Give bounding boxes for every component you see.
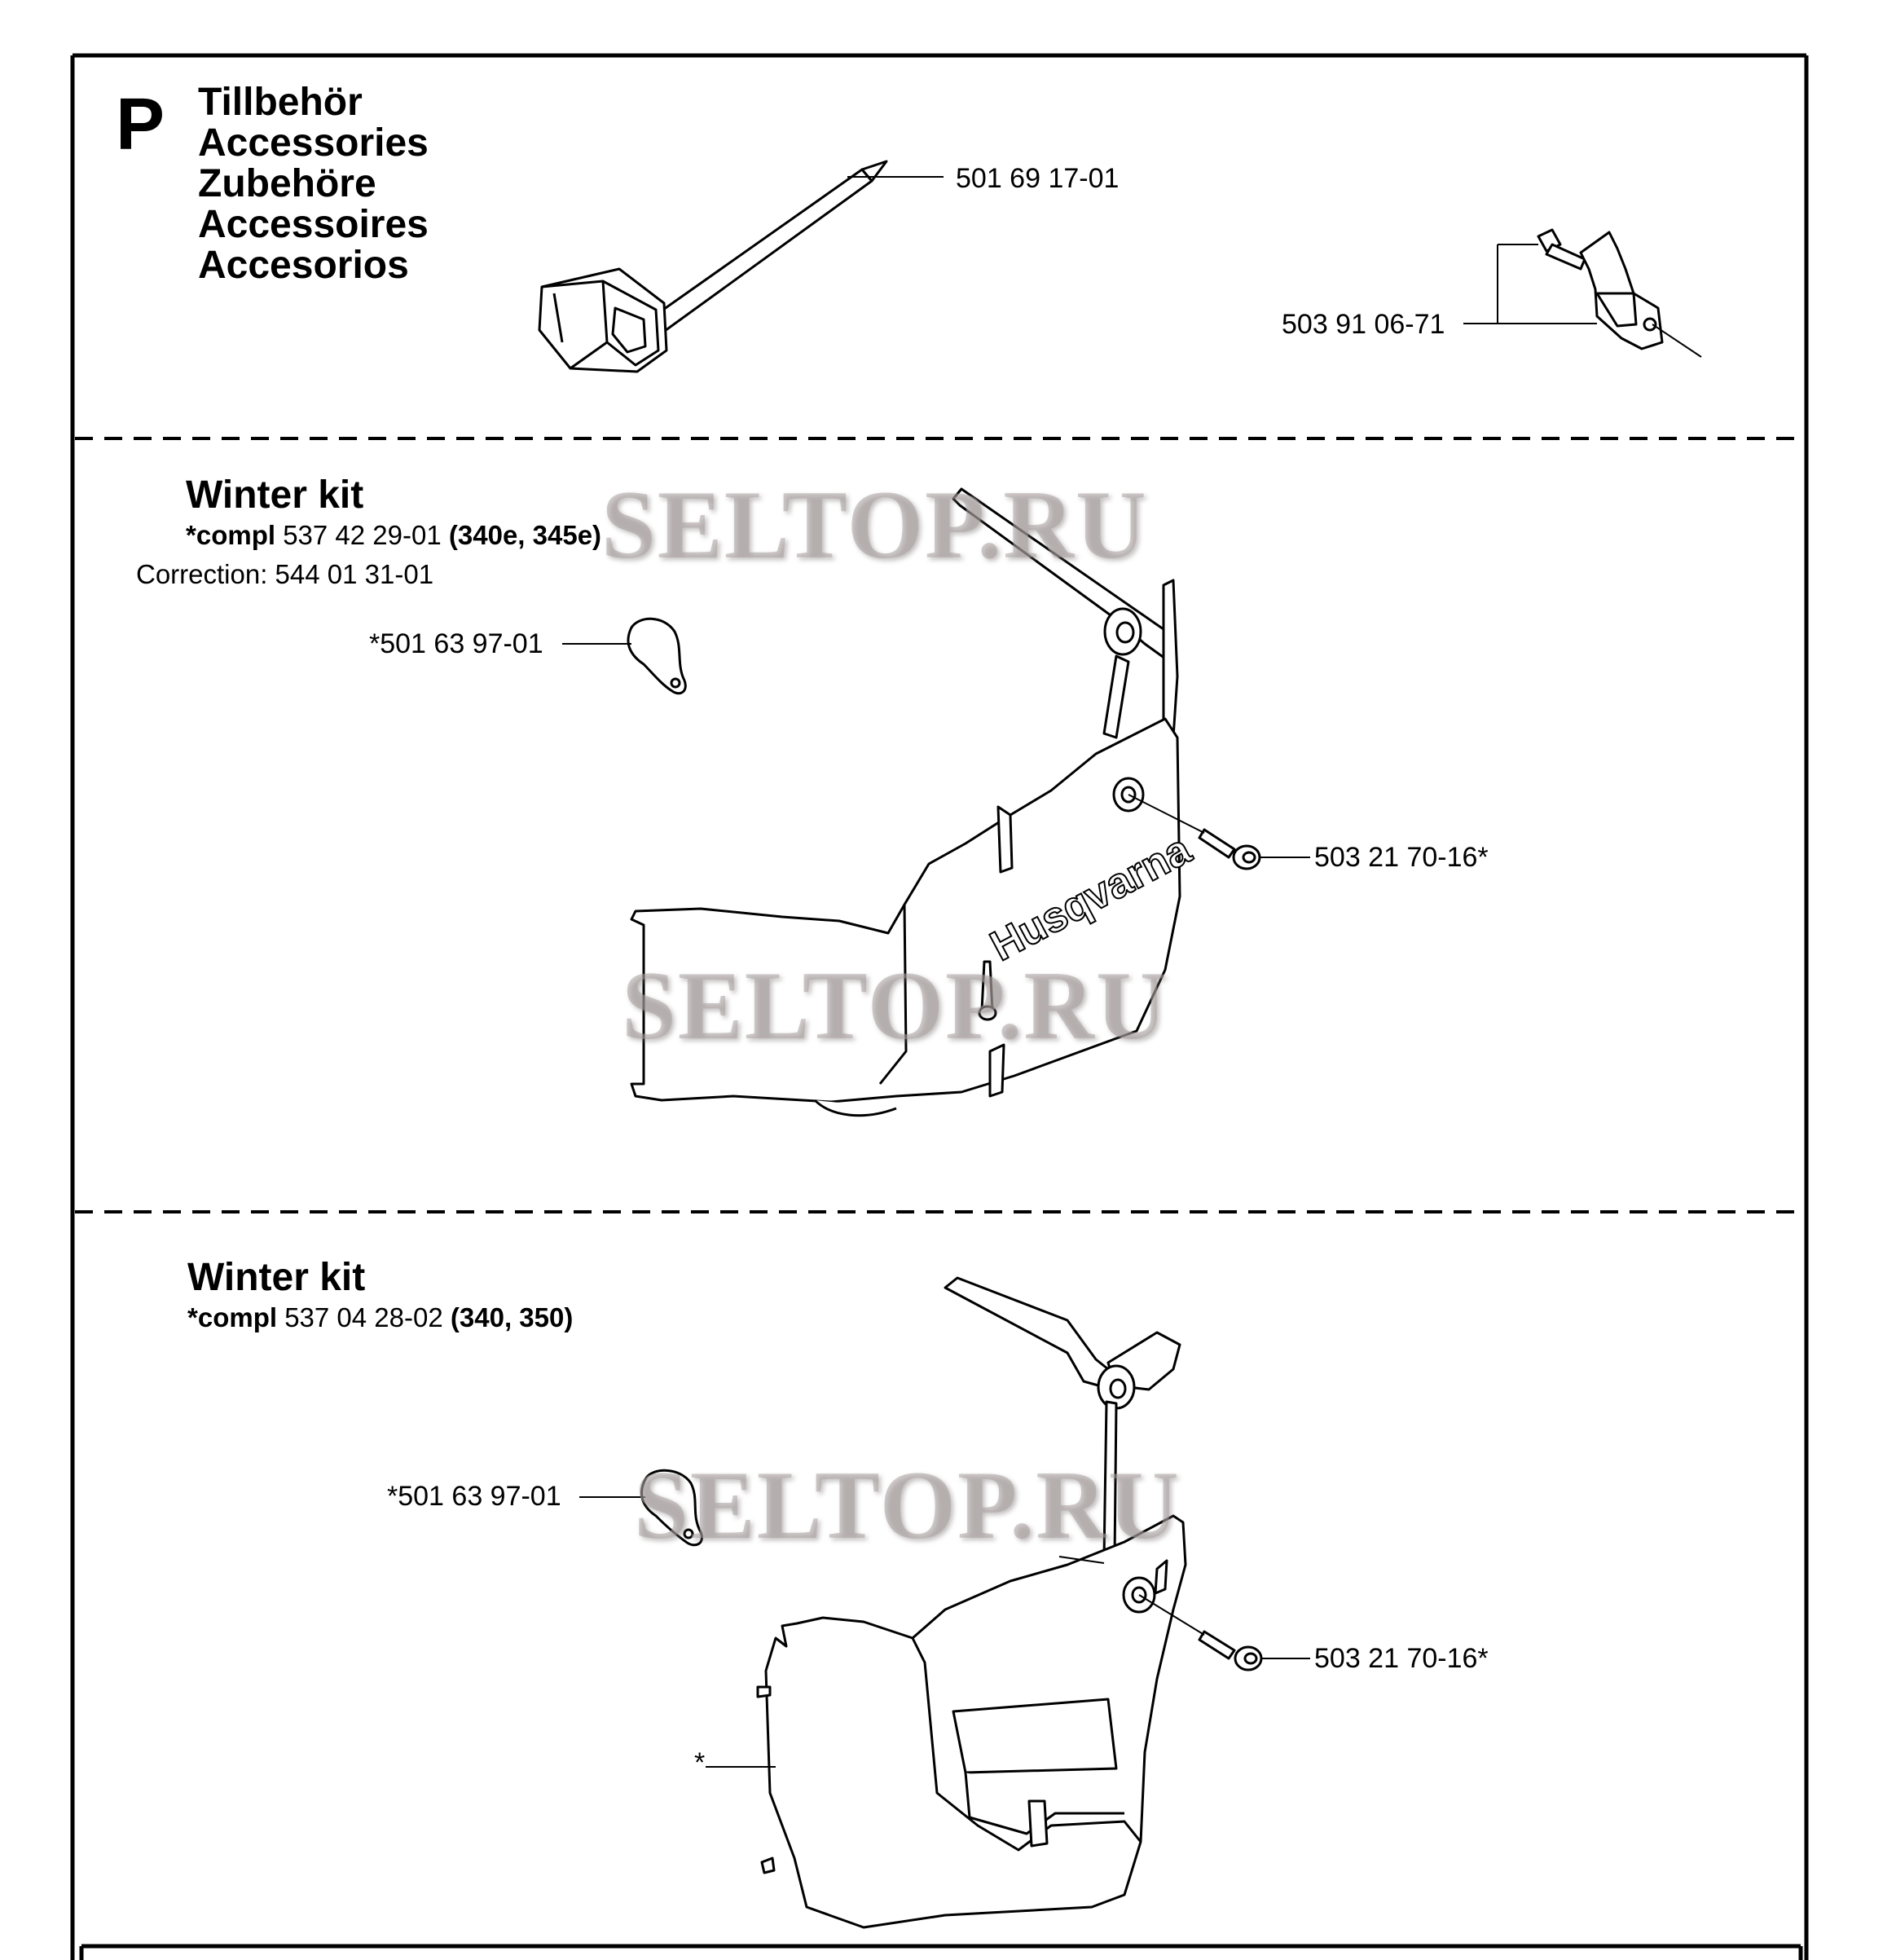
combination-tool-icon bbox=[538, 160, 888, 373]
title-de: Zubehöre bbox=[198, 162, 376, 205]
winter-kit-1-correction: Correction: 544 01 31-01 bbox=[136, 559, 434, 589]
watermark: SELTOP.RU bbox=[601, 470, 1148, 579]
tool-part-number: 501 69 17-01 bbox=[956, 163, 1120, 194]
winter-kit-2-compl: *compl 537 04 28-02 (340, 350) bbox=[187, 1302, 574, 1332]
winter-kit-2-key-icon bbox=[640, 1469, 703, 1547]
winter-kit-2-title: Winter kit bbox=[187, 1256, 366, 1299]
winter-kit-2-cover-icon bbox=[756, 1276, 1263, 1929]
winter-kit-1-title: Winter kit bbox=[186, 473, 364, 517]
watermark: SELTOP.RU bbox=[622, 951, 1168, 1059]
bracket-icon bbox=[1537, 228, 1664, 350]
title-es: Accesorios bbox=[198, 244, 409, 287]
winter-kit-1-cover-icon bbox=[630, 487, 1261, 1117]
winter-kit-1-compl: *compl 537 42 29-01 (340e, 345e) bbox=[186, 520, 602, 550]
page-frame bbox=[70, 53, 1809, 1960]
title-en: Accessories bbox=[198, 121, 429, 165]
winter-kit-1-key-icon bbox=[627, 617, 687, 695]
winter-kit-2-key-part: *501 63 97-01 bbox=[387, 1481, 561, 1512]
title-fr: Accessoires bbox=[198, 203, 429, 246]
winter-kit-1-screw-part: 503 21 70-16* bbox=[1314, 842, 1489, 873]
watermark: SELTOP.RU bbox=[634, 1451, 1181, 1559]
winter-kit-2-cover-marker: * bbox=[694, 1747, 706, 1778]
bracket-part-number: 503 91 06-71 bbox=[1282, 309, 1445, 340]
section-dividers bbox=[75, 437, 1804, 1213]
bracket-leader bbox=[1463, 244, 1597, 324]
winter-kit-1-key-part: *501 63 97-01 bbox=[369, 628, 543, 659]
winter-kit-2-screw-part: 503 21 70-16* bbox=[1314, 1643, 1489, 1674]
section-letter: P bbox=[116, 84, 165, 165]
title-sv: Tillbehör bbox=[198, 81, 363, 124]
